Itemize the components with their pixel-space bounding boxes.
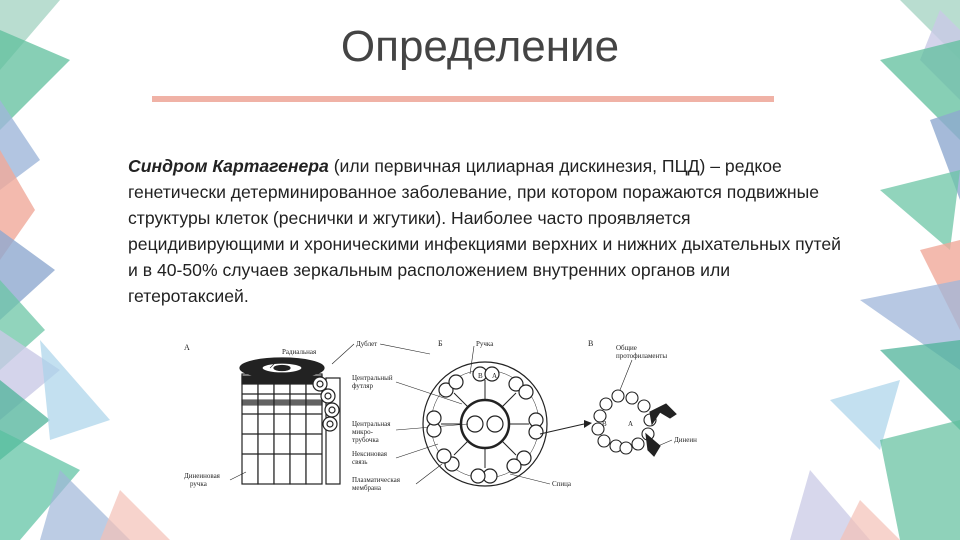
label-dynein-arm-1: Динеиновая (184, 472, 221, 480)
doublet-detail (591, 389, 677, 457)
label-sub-b: B (478, 372, 483, 380)
definition-term: Синдром Картагенера (128, 156, 329, 176)
label-dynein: Динеин (674, 436, 697, 444)
label-nexin-2: связь (352, 458, 368, 466)
label-protofilaments-1: Общие (616, 344, 637, 352)
definition-text: (или первичная цилиарная дискинезия, ПЦД… (128, 156, 841, 306)
title-divider (152, 96, 774, 102)
label-doublet: Дублет (356, 340, 377, 348)
panel-a-label: А (184, 343, 190, 352)
label-sub-a: A (492, 372, 497, 380)
label-ring-b: B (602, 420, 607, 428)
arrow-icon (584, 420, 592, 428)
cilium-diagram: А Радиальная спица Динеиновая ручка Дубл… (184, 339, 697, 492)
label-membrane-2: мембрана (352, 484, 382, 492)
label-handle: Ручка (476, 340, 494, 348)
label-membrane-1: Плазматическая (352, 476, 401, 484)
label-ring-a: A (628, 420, 633, 428)
label-nexin-1: Нексиновая (352, 450, 388, 458)
label-central-sheath-2: футляр (352, 382, 373, 390)
label-central-tubule-1: Центральная (352, 420, 391, 428)
panel-b-label: Б (438, 339, 443, 348)
definition-paragraph: Синдром Картагенера (или первичная цилиа… (128, 153, 843, 309)
axoneme-cross-section (422, 361, 548, 487)
label-central-tubule-2: микро- (352, 428, 374, 436)
cilium-cutaway (239, 357, 341, 485)
label-protofilaments-2: протофиламенты (616, 352, 667, 360)
label-central-sheath-1: Центральный (352, 374, 393, 382)
slide-title: Определение (340, 22, 620, 71)
label-dynein-arm-2: ручка (190, 480, 208, 488)
label-spoke: Спица (552, 480, 572, 488)
label-central-tubule-3: трубочка (352, 436, 380, 444)
label-radial-spoke-1: Радиальная (282, 348, 317, 356)
panel-c-label: В (588, 339, 593, 348)
label-radial-spoke-2: спица (282, 356, 300, 364)
